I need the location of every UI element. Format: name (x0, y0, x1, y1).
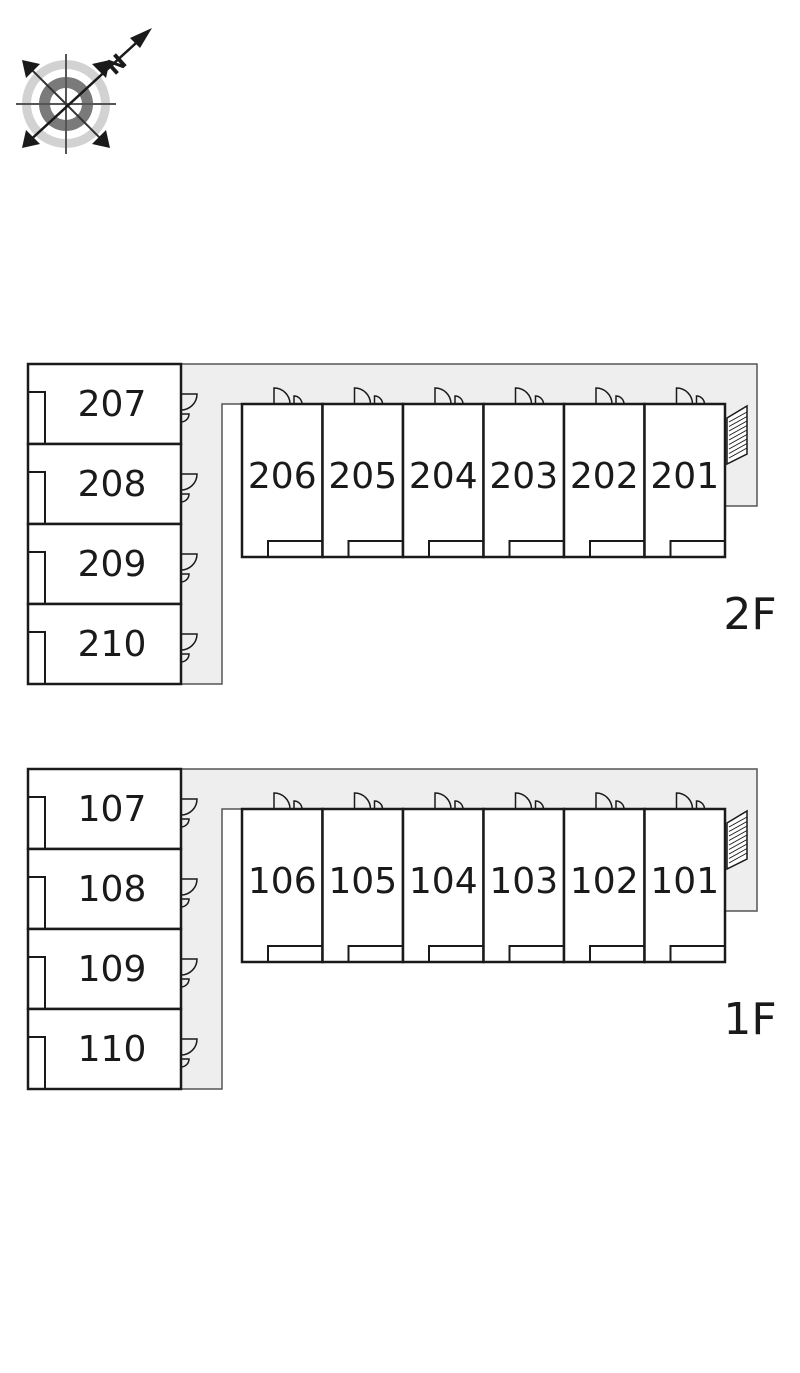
unit-201: 201 (643, 387, 727, 559)
unit-104: 104 (401, 792, 485, 964)
unit-label: 109 (78, 949, 147, 990)
unit-207: 207 (26, 362, 198, 446)
unit-109: 109 (26, 927, 198, 1011)
unit-label: 210 (78, 624, 147, 665)
unit-label: 208 (78, 464, 147, 505)
unit-110: 110 (26, 1007, 198, 1091)
unit-label: 102 (570, 861, 639, 902)
unit-102: 102 (562, 792, 646, 964)
unit-label: 108 (78, 869, 147, 910)
unit-label: 205 (328, 456, 397, 497)
unit-label: 206 (248, 456, 317, 497)
compass: N (16, 28, 152, 154)
unit-204: 204 (401, 387, 485, 559)
north-arrow-shaft (25, 31, 149, 145)
unit-106: 106 (240, 792, 324, 964)
north-arrow-icon (130, 28, 152, 48)
floor-label: 2F (723, 589, 776, 640)
unit-label: 103 (489, 861, 558, 902)
unit-205: 205 (321, 387, 405, 559)
unit-label: 204 (409, 456, 478, 497)
unit-107: 107 (26, 767, 198, 851)
unit-206: 206 (240, 387, 324, 559)
unit-label: 203 (489, 456, 558, 497)
unit-209: 209 (26, 522, 198, 606)
unit-label: 110 (78, 1029, 147, 1070)
unit-label: 207 (78, 384, 147, 425)
unit-label: 202 (570, 456, 639, 497)
unit-210: 210 (26, 602, 198, 686)
stairs-icon (726, 809, 748, 871)
unit-105: 105 (321, 792, 405, 964)
unit-101: 101 (643, 792, 727, 964)
floor-1f: 107 108 109 110 106 105 104 103 102 101 1F (26, 767, 777, 1091)
unit-208: 208 (26, 442, 198, 526)
unit-202: 202 (562, 387, 646, 559)
unit-label: 104 (409, 861, 478, 902)
unit-label: 106 (248, 861, 317, 902)
unit-label: 107 (78, 789, 147, 830)
unit-label: 101 (650, 861, 719, 902)
unit-label: 105 (328, 861, 397, 902)
unit-label: 201 (650, 456, 719, 497)
stairs-icon (726, 404, 748, 466)
unit-103: 103 (482, 792, 566, 964)
unit-label: 209 (78, 544, 147, 585)
unit-108: 108 (26, 847, 198, 931)
floor-label: 1F (723, 994, 776, 1045)
floor-2f: 207 208 209 210 206 205 204 203 202 201 2F (26, 362, 777, 686)
unit-203: 203 (482, 387, 566, 559)
